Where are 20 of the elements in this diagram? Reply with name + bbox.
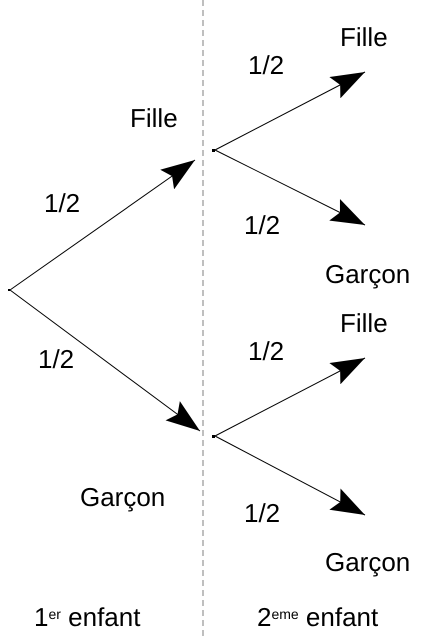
- arrow: [214, 358, 366, 436]
- outcome-label: Garçon: [325, 549, 410, 575]
- outcome-label: Garçon: [325, 261, 410, 287]
- arrow: [214, 150, 366, 226]
- edge-label: 1/2: [38, 346, 74, 372]
- arrow: [10, 290, 200, 432]
- arrow: [214, 72, 366, 150]
- edge-label: 1/2: [44, 190, 80, 216]
- edge-label: 1/2: [248, 52, 284, 78]
- edge-label: 1/2: [244, 212, 280, 238]
- outcome-label: Fille: [340, 24, 388, 50]
- edge-label: 1/2: [248, 338, 284, 364]
- outcome-label: Garçon: [80, 484, 166, 510]
- column-label: 1$^{er}$ enfant: [34, 604, 140, 630]
- arrow: [10, 160, 196, 290]
- edge-label: 1/2: [244, 500, 280, 526]
- column-label: 2$^{eme}$ enfant: [257, 604, 378, 630]
- outcome-label: Fille: [130, 105, 178, 131]
- arrow: [214, 436, 366, 516]
- outcome-label: Fille: [340, 310, 388, 336]
